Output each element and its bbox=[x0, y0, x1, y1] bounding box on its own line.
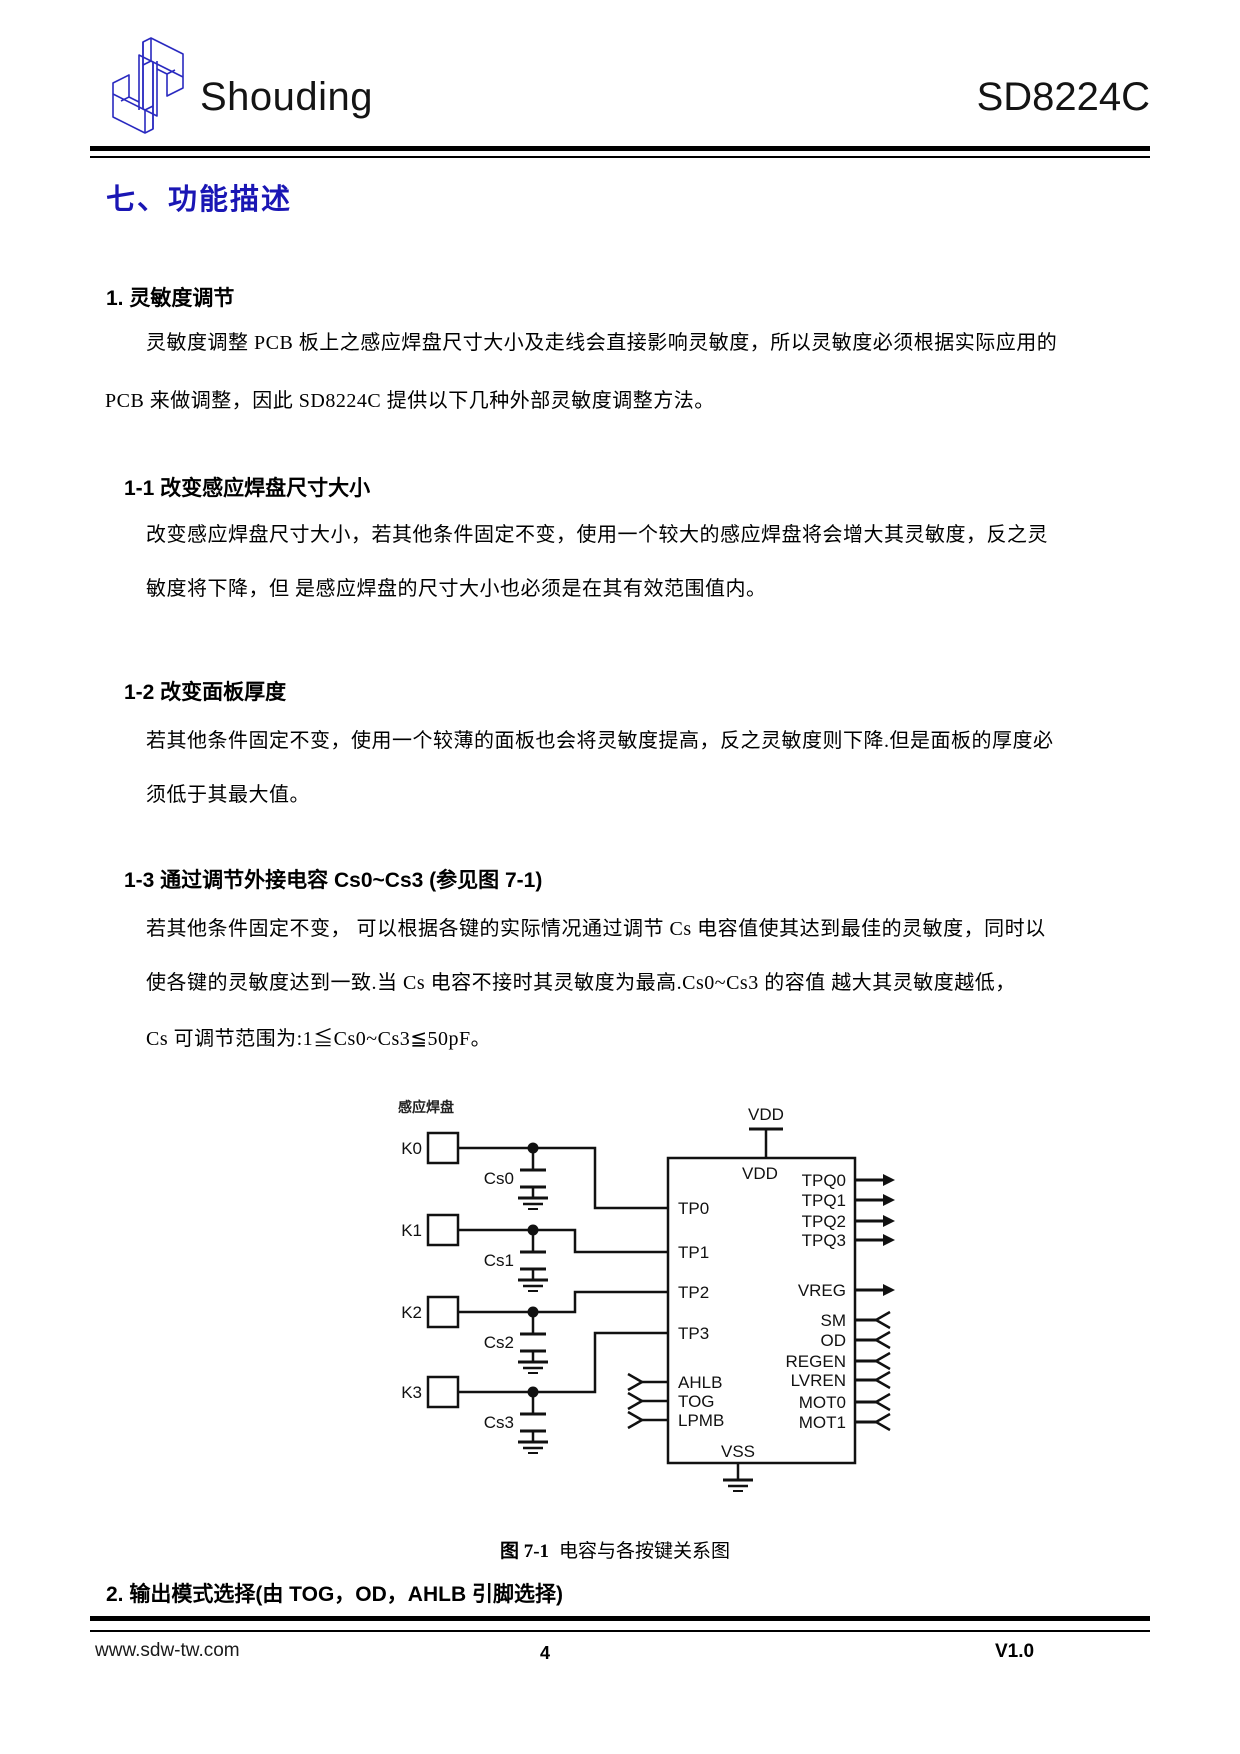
pin-label-tpq3: TPQ3 bbox=[802, 1231, 846, 1250]
section-1-3-line-1: 若其他条件固定不变， 可以根据各键的实际情况通过调节 Cs 电容值使其达到最佳的… bbox=[146, 918, 1046, 940]
capacitor-label: Cs3 bbox=[484, 1413, 514, 1432]
pin-label-tpq1: TPQ1 bbox=[802, 1191, 846, 1210]
wire-k3-tp3 bbox=[458, 1331, 668, 1394]
section-1-2-line-1: 若其他条件固定不变，使用一个较薄的面板也会将灵敏度提高，反之灵敏度则下降.但是面… bbox=[146, 730, 1054, 752]
chip-vss-pin-label: VSS bbox=[721, 1442, 755, 1461]
key-pad-k3: K3 bbox=[401, 1375, 460, 1409]
chip-body bbox=[666, 1156, 857, 1465]
capacitor-label: Cs0 bbox=[484, 1169, 514, 1188]
capacitor-label: Cs2 bbox=[484, 1333, 514, 1352]
pin-label-ahlb: AHLB bbox=[678, 1373, 722, 1392]
pin-label-vreg: VREG bbox=[798, 1281, 846, 1300]
pin-label-tp0: TP0 bbox=[678, 1199, 709, 1218]
footer-rule-thick bbox=[90, 1616, 1150, 1621]
key-label: K3 bbox=[401, 1383, 422, 1402]
section-1-3-line-3: Cs 可调节范围为:1≦Cs0~Cs3≦50pF。 bbox=[146, 1028, 492, 1050]
capacitor-cs1: Cs1 bbox=[484, 1230, 548, 1292]
vdd-supply: VDD bbox=[748, 1105, 784, 1158]
pin-label-sm: SM bbox=[821, 1311, 847, 1330]
sensing-pads-label: 感应焊盘 bbox=[398, 1099, 454, 1115]
figure-caption-text: 电容与各按键关系图 bbox=[559, 1541, 731, 1562]
footer-website: www.sdw-tw.com bbox=[95, 1640, 240, 1661]
footer-rule-thin bbox=[90, 1630, 1150, 1632]
section-1-line-1: 灵敏度调整 PCB 板上之感应焊盘尺寸大小及走线会直接影响灵敏度，所以灵敏度必须… bbox=[146, 332, 1058, 354]
header-rule-thin bbox=[90, 156, 1150, 158]
brand-name: Shouding bbox=[200, 75, 374, 119]
pin-label-lpmb: LPMB bbox=[678, 1411, 724, 1430]
capacitor-label: Cs1 bbox=[484, 1251, 514, 1270]
wire-k1-tp1 bbox=[458, 1228, 668, 1254]
input-arrow-lpmb bbox=[627, 1410, 668, 1430]
pin-label-tp1: TP1 bbox=[678, 1243, 709, 1262]
shouding-logo bbox=[112, 37, 184, 134]
capacitor-cs3: Cs3 bbox=[484, 1392, 548, 1454]
section-1-1-line-1: 改变感应焊盘尺寸大小，若其他条件固定不变，使用一个较大的感应焊盘将会增大其灵敏度… bbox=[146, 524, 1048, 546]
key-label: K1 bbox=[401, 1221, 422, 1240]
output-arrow-tpq2 bbox=[855, 1215, 895, 1227]
pin-label-regen: REGEN bbox=[786, 1352, 846, 1371]
input-arrow-regen bbox=[855, 1351, 891, 1371]
output-arrow-tpq1 bbox=[855, 1194, 895, 1206]
pin-label-tpq0: TPQ0 bbox=[802, 1171, 846, 1190]
capacitor-cs0: Cs0 bbox=[484, 1148, 548, 1210]
output-arrow-tpq3 bbox=[855, 1234, 895, 1246]
input-arrow-tog bbox=[627, 1391, 668, 1411]
key-pad-k0: K0 bbox=[401, 1131, 460, 1165]
input-arrow-lvren bbox=[855, 1370, 891, 1390]
input-arrow-mot0 bbox=[855, 1392, 891, 1412]
section-2-heading: 2. 输出模式选择(由 TOG，OD，AHLB 引脚选择) bbox=[106, 1583, 563, 1606]
section-1-1-line-2: 敏度将下降，但 是感应焊盘的尺寸大小也必须是在其有效范围值内。 bbox=[146, 578, 767, 600]
section-1-line-2: PCB 来做调整，因此 SD8224C 提供以下几种外部灵敏度调整方法。 bbox=[105, 390, 715, 412]
input-arrow-ahlb bbox=[627, 1372, 668, 1392]
footer-page-number: 4 bbox=[540, 1643, 551, 1663]
section-1-3-heading: 1-3 通过调节外接电容 Cs0~Cs3 (参见图 7-1) bbox=[124, 869, 543, 892]
key-pad-k1: K1 bbox=[401, 1213, 460, 1247]
pin-label-tp2: TP2 bbox=[678, 1283, 709, 1302]
output-arrow-tpq0 bbox=[855, 1174, 895, 1186]
pin-label-od: OD bbox=[821, 1331, 847, 1350]
vdd-top-label: VDD bbox=[748, 1105, 784, 1124]
figure-7-1-schematic: 感应焊盘 K0 K1 K2 K3 bbox=[398, 1099, 895, 1492]
pin-label-tp3: TP3 bbox=[678, 1324, 709, 1343]
key-pad-k2: K2 bbox=[401, 1295, 460, 1329]
input-arrow-mot1 bbox=[855, 1412, 891, 1432]
pin-label-mot1: MOT1 bbox=[799, 1413, 846, 1432]
input-arrow-sm bbox=[855, 1310, 891, 1330]
header-rule-thick bbox=[90, 146, 1150, 151]
section-1-1-heading: 1-1 改变感应焊盘尺寸大小 bbox=[124, 477, 371, 500]
section-1-2-heading: 1-2 改变面板厚度 bbox=[124, 681, 287, 704]
section-1-3-line-2: 使各键的灵敏度达到一致.当 Cs 电容不接时其灵敏度为最高.Cs0~Cs3 的容… bbox=[146, 972, 1016, 994]
input-arrow-od bbox=[855, 1330, 891, 1350]
section-1-2-line-2: 须低于其最大值。 bbox=[146, 784, 310, 806]
pin-label-tpq2: TPQ2 bbox=[802, 1212, 846, 1231]
vss-ground: VSS bbox=[721, 1442, 755, 1492]
wire-k2-tp2 bbox=[458, 1290, 668, 1314]
pin-label-mot0: MOT0 bbox=[799, 1393, 846, 1412]
pin-label-lvren: LVREN bbox=[791, 1371, 846, 1390]
part-number: SD8224C bbox=[976, 75, 1150, 119]
page-title: 七、功能描述 bbox=[106, 184, 293, 216]
figure-caption: 图 7-1 电容与各按键关系图 bbox=[330, 1536, 900, 1563]
key-label: K2 bbox=[401, 1303, 422, 1322]
key-label: K0 bbox=[401, 1139, 422, 1158]
pin-label-tog: TOG bbox=[678, 1392, 715, 1411]
section-1-heading: 1. 灵敏度调节 bbox=[106, 287, 235, 310]
wire-k0-tp0 bbox=[458, 1146, 668, 1210]
chip-vdd-pin-label: VDD bbox=[742, 1164, 778, 1183]
figure-caption-number: 图 7-1 bbox=[499, 1541, 550, 1562]
output-arrow-vreg bbox=[855, 1284, 895, 1296]
capacitor-cs2: Cs2 bbox=[484, 1312, 548, 1374]
footer-version: V1.0 bbox=[995, 1641, 1035, 1662]
